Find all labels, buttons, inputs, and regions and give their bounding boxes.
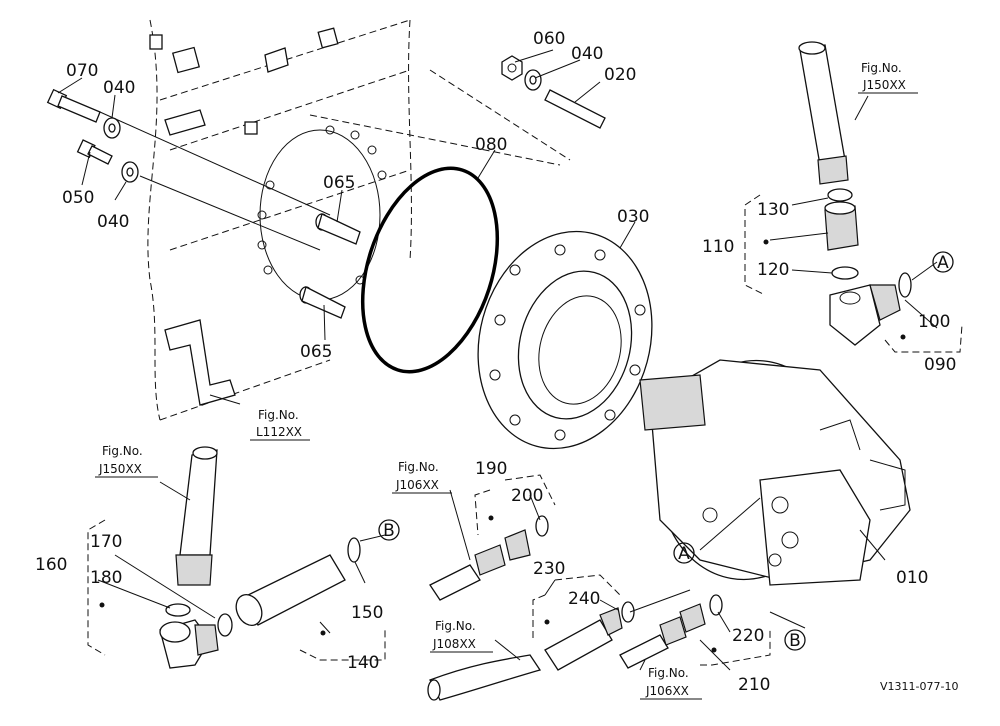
callout-100: 100	[918, 312, 950, 332]
callout-180: 180	[90, 568, 122, 588]
o-ring-120	[831, 266, 859, 280]
pipe-140	[235, 554, 346, 627]
o-ring-240	[621, 601, 635, 623]
fig-label-top: Fig.No.	[861, 61, 902, 75]
adapter-110	[824, 201, 859, 251]
washer-040-lower	[121, 161, 139, 183]
hose-j106-low	[619, 616, 687, 669]
fig-j108: J108XX	[432, 637, 476, 651]
callout-220: 220	[732, 626, 764, 646]
group-brackets	[87, 194, 963, 666]
callout-190: 190	[475, 459, 507, 479]
fig-l112: L112XX	[256, 425, 302, 439]
washer-040-upper	[103, 117, 121, 139]
callout-200: 200	[511, 486, 543, 506]
o-ring-080	[360, 166, 500, 374]
elbow-090	[829, 284, 901, 346]
ref-circle-b-right: B	[784, 629, 806, 651]
fig-label-l112: Fig.No.	[258, 408, 299, 422]
adapter-190	[504, 529, 531, 561]
hose-j150-left	[175, 446, 218, 586]
fig-label-j150-left: Fig.No.	[102, 444, 143, 458]
fig-label-j106-mid: Fig.No.	[398, 460, 439, 474]
leader-bolt-axis	[99, 111, 331, 216]
callout-160: 160	[35, 555, 67, 575]
o-ring-170	[217, 613, 233, 637]
ref-circle-b-left: B	[378, 519, 400, 541]
nut-060	[501, 55, 523, 81]
callout-065-b: 065	[300, 342, 332, 362]
callout-230: 230	[533, 559, 565, 579]
fig-j106-low: J106XX	[645, 684, 689, 698]
ref-b-right-label: B	[789, 631, 801, 651]
elbow-160	[159, 619, 219, 669]
frame-outline	[147, 19, 571, 421]
callout-130: 130	[757, 200, 789, 220]
callout-065-a: 065	[323, 173, 355, 193]
callout-090: 090	[924, 355, 956, 375]
o-ring-100	[898, 272, 912, 298]
callout-080: 080	[475, 135, 507, 155]
callouts: 070 040 050 040 060 040 020 080 065 065 …	[35, 29, 956, 695]
callout-010: 010	[896, 568, 928, 588]
o-ring-220	[709, 594, 723, 616]
drawing-code: V1311-077-10	[880, 680, 958, 693]
sprocket-030	[477, 230, 653, 450]
callout-140: 140	[347, 653, 379, 673]
bolt-020	[544, 89, 606, 129]
stud-065-upper	[315, 213, 361, 245]
ref-circle-a-top: A	[932, 251, 954, 273]
adapter-210	[679, 603, 706, 633]
callout-040-b: 040	[97, 212, 129, 232]
frame-brackets	[149, 27, 339, 406]
callout-050: 050	[62, 188, 94, 208]
ref-a-mid-label: A	[678, 544, 690, 564]
callout-170: 170	[90, 532, 122, 552]
o-ring-150	[347, 537, 361, 563]
fig-label-j106-low: Fig.No.	[648, 666, 689, 680]
fig-refs: Fig.No. J150XX Fig.No. L112XX Fig.No. J1…	[95, 61, 918, 700]
o-ring-200	[535, 515, 549, 537]
fig-label-j108: Fig.No.	[435, 619, 476, 633]
o-ring-180	[165, 603, 191, 617]
callout-040-c: 040	[571, 44, 603, 64]
travel-motor-010	[639, 359, 911, 586]
callout-030: 030	[617, 207, 649, 227]
leader-lines	[57, 49, 938, 671]
fig-j150-left: J150XX	[98, 462, 142, 476]
callout-020: 020	[604, 65, 636, 85]
fig-j106-mid: J106XX	[395, 478, 439, 492]
callout-110: 110	[702, 237, 734, 257]
ref-b-left-label: B	[383, 521, 395, 541]
leader-bolt-axis-2	[139, 175, 321, 251]
bolt-050	[76, 139, 113, 165]
ref-a-top-label: A	[937, 253, 949, 273]
callout-060: 060	[533, 29, 565, 49]
callout-210: 210	[738, 675, 770, 695]
fig-j150-top: J150XX	[862, 78, 906, 92]
hose-j108	[427, 654, 542, 701]
bolt-070	[46, 88, 101, 123]
lead-dots	[99, 239, 906, 653]
callout-120: 120	[757, 260, 789, 280]
callout-040-a: 040	[103, 78, 135, 98]
hose-j150-top	[798, 41, 849, 185]
hose-j106-mid	[429, 544, 506, 601]
ref-circle-a-mid: A	[673, 542, 695, 564]
stud-065-lower	[299, 286, 346, 319]
callout-070: 070	[66, 61, 98, 81]
washer-040-top	[524, 69, 542, 91]
adapter-230	[544, 607, 623, 671]
callout-150: 150	[351, 603, 383, 623]
callout-240: 240	[568, 589, 600, 609]
o-ring-130	[827, 188, 853, 202]
